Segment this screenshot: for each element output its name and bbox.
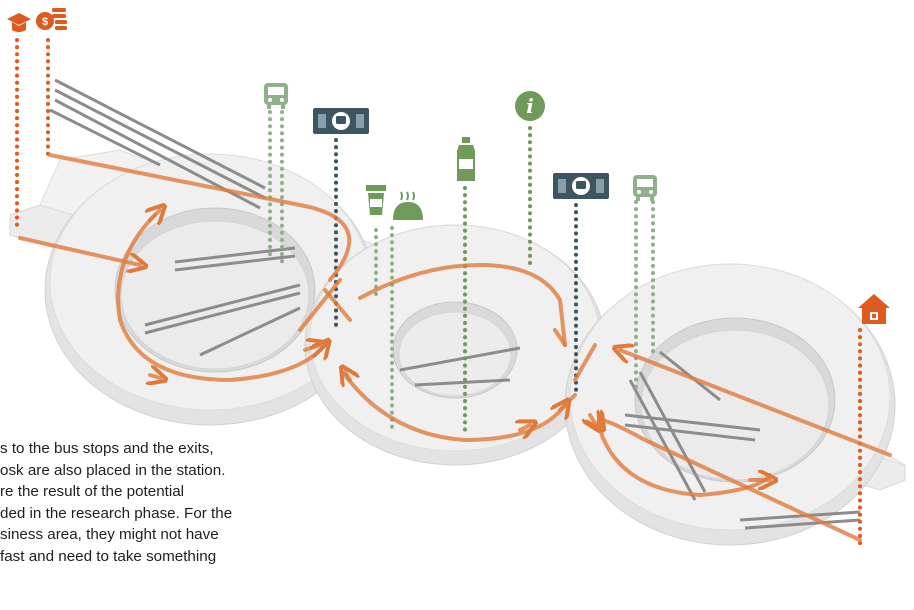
ticket-machine-icon [553,173,609,199]
coffee-cup-icon [366,185,386,215]
bread-icon [393,192,423,220]
water-bottle-icon [457,137,475,181]
right-ring-concourse [565,264,895,545]
graduation-cap-icon [7,13,31,32]
caption-line: re the result of the potential [0,481,360,503]
caption-line: ded in the research phase. For the [0,503,360,525]
svg-text:$: $ [42,16,48,28]
bus-icon [633,175,657,201]
caption-line: siness area, they might not have [0,524,360,546]
caption-line: osk are also placed in the station. [0,460,360,482]
svg-text:i: i [526,94,534,118]
money-coins-icon: $ [36,8,67,30]
caption-line: fast and need to take something [0,546,360,568]
description-caption: s to the bus stops and the exits, osk ar… [0,438,360,568]
middle-ring-concourse [305,225,605,465]
home-lock-icon [858,294,890,324]
bus-icon [264,83,288,109]
info-icon: i [515,91,545,121]
ticket-machine-icon [313,108,369,134]
caption-line: s to the bus stops and the exits, [0,438,360,460]
